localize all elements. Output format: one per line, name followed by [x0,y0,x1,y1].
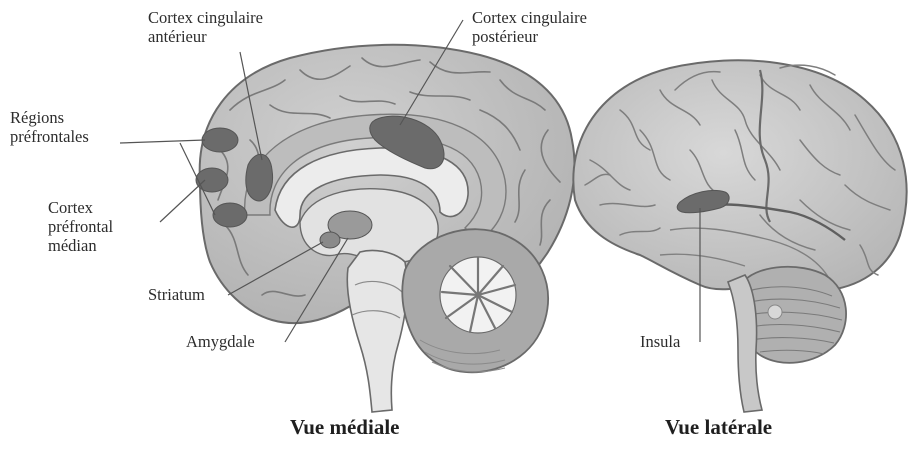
prefrontal-spot-1 [202,128,238,152]
label-amygdala: Amygdale [186,332,255,351]
label-insula: Insula [640,332,680,351]
label-striatum: Striatum [148,285,205,304]
striatum-shape [320,232,340,248]
caption-lateral-view: Vue latérale [665,415,772,440]
medial-brainstem [347,250,407,412]
label-cingulate-anterior: Cortex cingulaire antérieur [148,8,263,46]
prefrontal-spot-2 [196,168,228,192]
label-medial-prefrontal: Cortex préfrontal médian [48,198,113,255]
label-cingulate-posterior: Cortex cingulaire postérieur [472,8,587,46]
anterior-cingulate-spot [246,154,273,201]
lateral-cerebrum [573,60,906,292]
medial-brain [120,20,575,412]
lateral-brain [573,60,906,412]
prefrontal-spot-3 [213,203,247,227]
caption-medial-view: Vue médiale [290,415,399,440]
label-prefrontal-regions: Régions préfrontales [10,108,89,146]
medial-cerebellum [402,229,548,372]
